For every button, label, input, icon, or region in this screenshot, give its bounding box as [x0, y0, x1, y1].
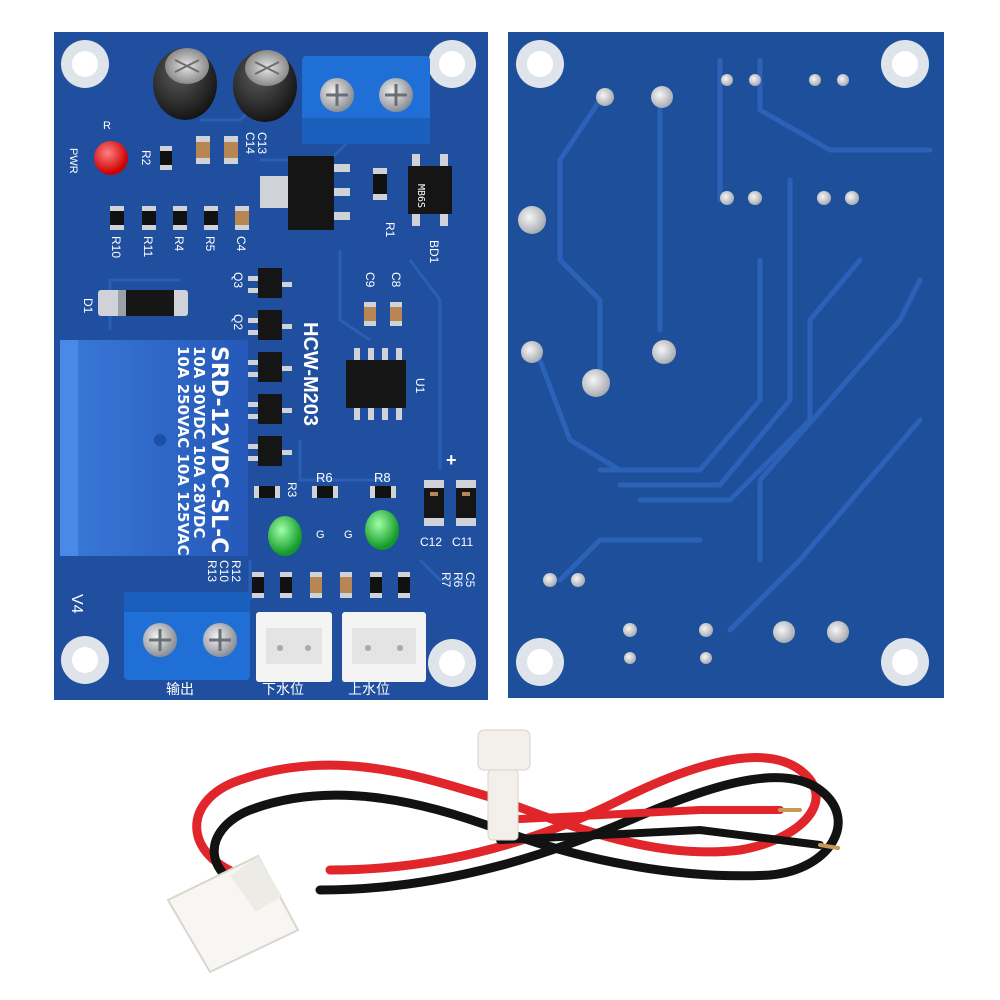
smd-r3 — [254, 486, 280, 498]
ref-c9: C9 — [363, 272, 377, 288]
smd-r2 — [160, 146, 172, 170]
bridge-rectifier — [408, 154, 452, 226]
ref-c13: C13 — [255, 132, 269, 154]
input-terminal-block — [302, 56, 430, 144]
relay-model-text: SRD-12VDC-SL-C — [206, 346, 231, 553]
back-mounting-hole-bottom-left — [516, 638, 564, 686]
smd-c12 — [424, 480, 444, 526]
ref-c4: C4 — [234, 236, 248, 252]
ref-c8: C8 — [389, 272, 403, 288]
output-terminal-label: 输出 — [166, 681, 194, 697]
ref-r6: R6 — [316, 470, 333, 485]
smd-r8 — [370, 486, 396, 498]
smd-r5 — [204, 206, 218, 230]
ic-u1 — [346, 348, 406, 420]
electrolytic-capacitor-right — [233, 50, 297, 122]
ref-c5: C5 — [463, 572, 477, 588]
ref-c14: C14 — [243, 132, 257, 154]
board-model-label: HCW-M203 — [299, 322, 321, 426]
back-mounting-hole-top-right — [881, 40, 929, 88]
back-mounting-hole-bottom-right — [881, 638, 929, 686]
mounting-hole-bottom-left — [61, 636, 109, 684]
high-water-level-label: 上水位 — [348, 681, 390, 697]
smd-r11 — [142, 206, 156, 230]
green-led-left — [268, 516, 302, 556]
ref-q3: Q3 — [231, 272, 245, 288]
back-pcb — [508, 32, 944, 698]
low-water-level-label: 下水位 — [262, 681, 304, 697]
ref-r13: R13 — [205, 560, 219, 582]
ref-r1: R1 — [383, 222, 397, 238]
ref-bd1: BD1 — [427, 240, 441, 264]
smd-c9 — [364, 302, 376, 326]
output-terminal-block — [124, 592, 250, 680]
ref-d1: D1 — [81, 298, 95, 314]
ref-c12: C12 — [420, 535, 442, 549]
ref-r4: R4 — [172, 236, 186, 252]
smd-r10 — [110, 206, 124, 230]
green-led-right — [365, 510, 399, 550]
back-traces — [537, 57, 933, 633]
ref-c10: C10 — [217, 560, 231, 582]
sensor-connector-low — [256, 612, 332, 682]
board-version-label: V4 — [68, 594, 85, 614]
relay-rating-dc: 10A 30VDC 10A 28VDC — [190, 346, 208, 539]
ref-q2: Q2 — [231, 314, 245, 330]
power-led-label: PWR — [67, 148, 79, 174]
transistor-column — [248, 268, 292, 466]
ref-r5: R5 — [203, 236, 217, 252]
sensor-wire-cable — [192, 753, 843, 900]
relay-rating-ac: 10A 250VAC 10A 125VAC — [174, 346, 192, 556]
ref-r10: R10 — [109, 236, 123, 258]
power-led — [94, 141, 128, 175]
back-solder-pads — [518, 74, 859, 664]
ref-r8: R8 — [374, 470, 391, 485]
diode-d1 — [98, 290, 188, 316]
back-mounting-hole-top-left — [516, 40, 564, 88]
ref-c11: C11 — [452, 535, 473, 549]
back-pcb-substrate — [508, 32, 944, 698]
mounting-hole-bottom-right — [428, 639, 476, 687]
ref-r12: R12 — [229, 560, 243, 582]
jst-connector-plug — [166, 854, 300, 974]
smd-c4 — [235, 206, 249, 230]
electrolytic-capacitor-left — [153, 48, 217, 120]
smd-c8 — [390, 302, 402, 326]
ref-r11: R11 — [141, 236, 155, 257]
bottom-smd-row — [252, 572, 410, 598]
smd-r1 — [373, 168, 387, 200]
smd-r6 — [312, 486, 338, 498]
led-g-right-label: G — [344, 529, 353, 541]
smd-c11 — [456, 480, 476, 526]
led-g-left-label: G — [316, 529, 325, 541]
smd-c13 — [224, 136, 238, 164]
polarity-plus-label: + — [446, 450, 457, 470]
power-led-ref-label: R — [103, 120, 111, 132]
cable-tie — [477, 729, 531, 841]
voltage-regulator — [260, 156, 350, 230]
ref-u1: U1 — [413, 378, 427, 394]
relay — [60, 340, 248, 556]
front-pcb: R PWR R2 C14 C13 R1 — [54, 32, 488, 700]
ref-r2: R2 — [139, 150, 153, 166]
ref-r3: R3 — [285, 482, 299, 498]
smd-r4 — [173, 206, 187, 230]
ref-r6-bottom: R6 — [451, 572, 465, 588]
sensor-connector-high — [342, 612, 426, 682]
smd-c14 — [196, 136, 210, 164]
ref-mb6s: MB6S — [415, 184, 426, 208]
ref-r7: R7 — [439, 572, 453, 588]
mounting-hole-top-left — [61, 40, 109, 88]
mounting-hole-top-right — [428, 40, 476, 88]
